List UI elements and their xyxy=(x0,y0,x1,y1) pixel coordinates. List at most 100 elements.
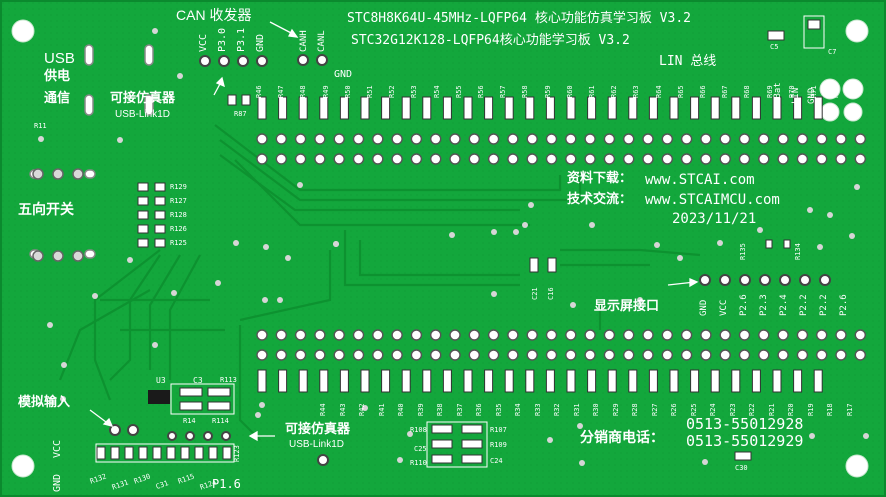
resistor-pad xyxy=(442,369,452,393)
resistor-designator: R43 xyxy=(338,403,347,416)
resistor-pad xyxy=(669,96,679,120)
header-pin xyxy=(487,349,500,361)
resistor-designator: R18 xyxy=(826,403,834,416)
resistor-pad xyxy=(442,96,452,120)
header-pin xyxy=(700,329,712,341)
disp-pin-p26: P2.6 xyxy=(739,294,749,316)
header-pin xyxy=(430,329,442,341)
resistor-pad xyxy=(587,96,597,120)
resistor-pad xyxy=(710,96,720,120)
resistor-pad xyxy=(607,369,617,393)
resistor-pad xyxy=(690,369,700,393)
designator-c16: C16 xyxy=(547,287,555,300)
header-pin xyxy=(738,329,751,341)
designator-u3: U3 xyxy=(156,376,166,385)
resistor-designator: R46 xyxy=(255,85,263,98)
resistor-designator: R40 xyxy=(397,403,405,416)
designator-c5: C5 xyxy=(770,43,779,51)
header-pin xyxy=(410,153,423,165)
resistor-designator: R52 xyxy=(388,85,397,98)
resistor-pad xyxy=(628,369,638,393)
resistor-designator: R55 xyxy=(454,85,463,98)
header-pin xyxy=(314,329,326,341)
header-pin xyxy=(294,153,307,165)
phone-2: 0513-55012929 xyxy=(686,432,804,450)
header-pin xyxy=(719,349,731,361)
disp-pin-p23: P2.3 xyxy=(759,294,769,316)
resistor-pad xyxy=(278,369,288,393)
header-pin xyxy=(372,329,384,341)
header-pin xyxy=(719,153,731,165)
resistor-pad xyxy=(298,96,308,120)
designator-r108: R108 xyxy=(410,426,427,434)
header-pin xyxy=(507,133,519,145)
resistor-designator: R63 xyxy=(632,85,641,98)
designator-r127: R127 xyxy=(170,197,187,205)
header-pin xyxy=(623,153,635,165)
emulator-label-bottom: 可接仿真器 xyxy=(285,422,351,437)
distributor-label: 分销商电话： xyxy=(580,430,664,446)
header-pin xyxy=(816,133,828,145)
resistor-pad xyxy=(484,96,494,120)
resistor-designator: R62 xyxy=(610,85,619,98)
resistor-pad xyxy=(607,96,617,120)
designator-r134: R134 xyxy=(794,243,802,260)
resistor-designator: R33 xyxy=(533,403,542,416)
header-pin xyxy=(256,133,268,145)
header-pin xyxy=(777,153,789,165)
header-pin xyxy=(294,349,307,361)
header-pin xyxy=(333,153,345,165)
resistor-pad xyxy=(813,96,823,120)
header-pin xyxy=(758,349,770,361)
resistor-pad xyxy=(339,369,349,393)
header-pin xyxy=(487,329,500,341)
header-pin xyxy=(603,329,616,341)
header-pin xyxy=(642,349,654,361)
header-pin xyxy=(584,329,596,341)
header-pin xyxy=(796,133,809,145)
can-gnd-label: GND xyxy=(334,69,353,80)
disp-pin-p22: P2.2 xyxy=(799,294,809,316)
header-pin xyxy=(816,329,828,341)
resistor-pad xyxy=(731,96,741,120)
resistor-designator: R69 xyxy=(765,85,774,98)
canh-label: CANH xyxy=(299,30,309,52)
resistor-designator: R48 xyxy=(299,85,308,98)
header-pin xyxy=(372,349,384,361)
header-pin xyxy=(700,133,712,145)
header-pin xyxy=(507,349,519,361)
header-pin xyxy=(468,153,480,165)
header-pin xyxy=(796,329,809,341)
designator-c25: C25 xyxy=(414,445,427,453)
resistor-pad xyxy=(793,369,803,393)
designator-r87: R87 xyxy=(234,110,247,118)
header-pin xyxy=(623,329,635,341)
disp-pin-vcc: VCC xyxy=(719,299,729,316)
header-pin xyxy=(391,153,403,165)
header-pin xyxy=(256,329,268,341)
header-pin xyxy=(623,133,635,145)
header-pin xyxy=(352,153,365,165)
resistor-pad xyxy=(772,369,782,393)
header-pin xyxy=(796,349,809,361)
header-pin xyxy=(565,329,577,341)
board-title-line2: STC32G12K128-LQFP64核心功能学习板 V3.2 xyxy=(351,33,630,48)
header-pin xyxy=(835,153,847,165)
header-pin xyxy=(680,349,693,361)
resistor-designator: R21 xyxy=(767,403,776,416)
resistor-pad xyxy=(545,96,555,120)
emulator-label-top: 可接仿真器 xyxy=(110,91,176,106)
bottom-vcc-label: VCC xyxy=(52,439,63,458)
resistor-pad xyxy=(422,96,432,120)
resistor-pad xyxy=(648,96,658,120)
resistor-pad xyxy=(525,96,535,120)
docs-url: www.STCAI.com xyxy=(645,172,755,188)
header-pin xyxy=(642,133,654,145)
resistor-designator: R42 xyxy=(358,403,366,416)
resistor-pad xyxy=(360,369,370,393)
header-pin xyxy=(661,133,673,145)
resistor-pad xyxy=(484,369,494,393)
resistor-pad xyxy=(566,96,576,120)
header-pin xyxy=(333,133,345,145)
header-pin xyxy=(738,153,751,165)
